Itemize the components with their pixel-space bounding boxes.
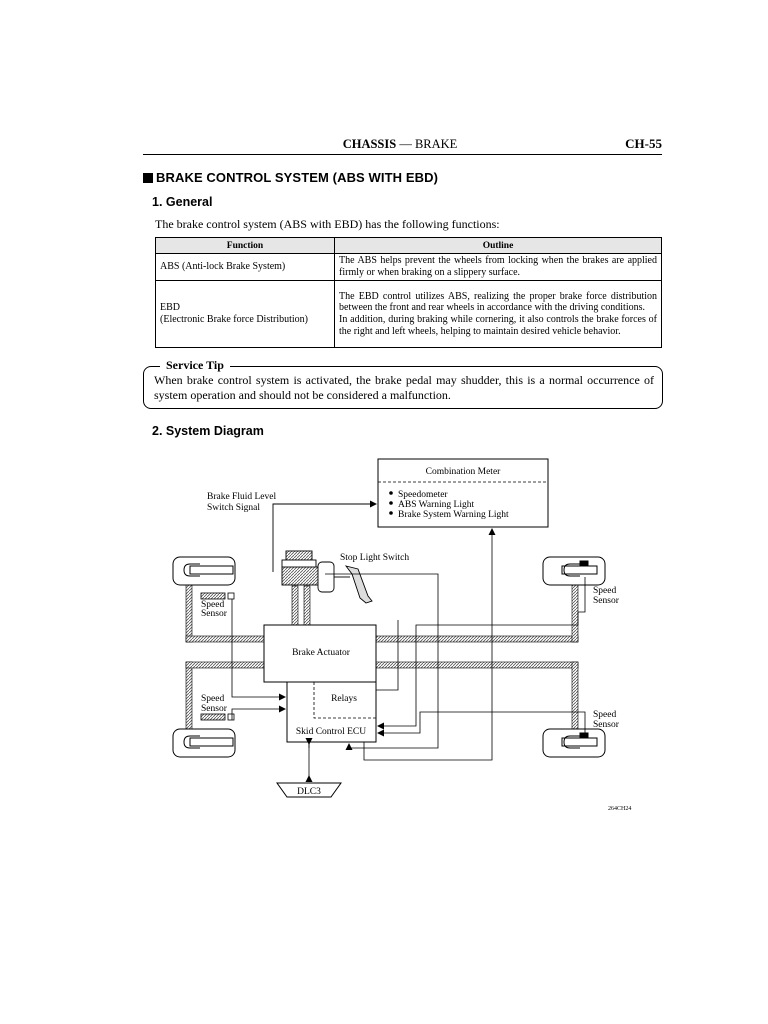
speed-sensor-fr-label-2: Sensor xyxy=(593,596,620,606)
wheel-front-left xyxy=(172,556,236,586)
bullet-icon xyxy=(389,491,393,495)
service-tip-label: Service Tip xyxy=(160,358,230,373)
table-header-outline: Outline xyxy=(334,237,662,254)
table-cell-outline: The EBD control utilizes ABS, realizing … xyxy=(334,280,662,348)
table-cell-function: EBD (Electronic Brake force Distribution… xyxy=(155,280,335,348)
section-title: BRAKE CONTROL SYSTEM (ABS WITH EBD) xyxy=(143,170,438,185)
header-rule xyxy=(143,154,662,155)
wheel-rear-left xyxy=(172,728,236,758)
master-cylinder-icon xyxy=(281,550,373,604)
header-section: BRAKE xyxy=(414,137,458,151)
stop-light-switch-label: Stop Light Switch xyxy=(340,553,409,563)
brake-pipes xyxy=(185,583,579,733)
meter-item-speedometer: Speedometer xyxy=(398,490,448,500)
skid-control-ecu-label: Skid Control ECU xyxy=(296,727,366,737)
combination-meter: Combination Meter Speedometer ABS Warnin… xyxy=(377,458,549,528)
header-chapter: CHASSIS xyxy=(342,137,397,151)
service-tip-box xyxy=(143,366,663,409)
function-abs: ABS (Anti-lock Brake System) xyxy=(160,261,286,273)
function-ebd-full: (Electronic Brake force Distribution) xyxy=(160,314,308,325)
general-heading: 1. General xyxy=(152,195,213,209)
table-header-row: Function Outline xyxy=(155,237,662,254)
bullet-icon xyxy=(389,511,393,515)
function-ebd: EBD xyxy=(160,302,180,314)
relays-divider xyxy=(313,682,376,719)
header-separator: — xyxy=(396,137,415,151)
speed-sensor-fr-label-1: Speed xyxy=(593,586,616,596)
service-tip-text: When brake control system is activated, … xyxy=(154,373,654,402)
outline-ebd-2: In addition, during braking while corner… xyxy=(339,314,657,337)
wheel-front-right xyxy=(542,556,606,586)
table-cell-outline: The ABS helps prevent the wheels from lo… xyxy=(334,253,662,281)
relays-label: Relays xyxy=(331,694,357,704)
meter-item-brake-warning: Brake System Warning Light xyxy=(398,510,509,520)
speed-sensor-rl-label-2: Sensor xyxy=(201,704,228,714)
speed-sensor-fl-label-1: Speed xyxy=(201,600,224,610)
brake-actuator-box xyxy=(263,624,377,683)
meter-item-abs-warning: ABS Warning Light xyxy=(398,500,474,510)
table-row: EBD (Electronic Brake force Distribution… xyxy=(155,280,662,348)
brake-fluid-signal-line xyxy=(272,500,377,572)
speed-sensor-fl-label-2: Sensor xyxy=(201,609,228,619)
page-number: CH-55 xyxy=(625,136,662,151)
signal-wires xyxy=(231,528,586,778)
combination-meter-title: Combination Meter xyxy=(426,467,502,477)
speed-sensor-rr-label-1: Speed xyxy=(593,710,616,720)
dlc3-label: DLC3 xyxy=(297,787,321,797)
system-diagram-heading: 2. System Diagram xyxy=(152,424,264,438)
section-title-text: BRAKE CONTROL SYSTEM (ABS WITH EBD) xyxy=(156,170,439,185)
skid-control-ecu-box xyxy=(286,681,377,743)
function-table: Function Outline ABS (Anti-lock Brake Sy… xyxy=(155,237,662,348)
table-row: ABS (Anti-lock Brake System) The ABS hel… xyxy=(155,253,662,281)
bullet-icon xyxy=(389,501,393,505)
brake-actuator-label: Brake Actuator xyxy=(292,648,351,658)
dlc3-connector xyxy=(276,782,342,798)
section-square-icon xyxy=(143,173,153,183)
figure-code: 264CH24 xyxy=(608,806,631,812)
speed-sensor-rr-label-2: Sensor xyxy=(593,720,620,730)
running-header: CHASSIS — BRAKE xyxy=(300,137,500,152)
brake-fluid-label-1: Brake Fluid Level xyxy=(207,492,276,502)
brake-fluid-label-2: Switch Signal xyxy=(207,503,260,513)
speed-sensor-rl-label-1: Speed xyxy=(201,694,224,704)
wheel-rear-right xyxy=(542,728,606,758)
table-header-function: Function xyxy=(155,237,335,254)
outline-ebd-1: The EBD control utilizes ABS, realizing … xyxy=(339,290,657,314)
general-intro: The brake control system (ABS with EBD) … xyxy=(155,217,500,231)
speed-sensor-icon xyxy=(200,592,235,721)
